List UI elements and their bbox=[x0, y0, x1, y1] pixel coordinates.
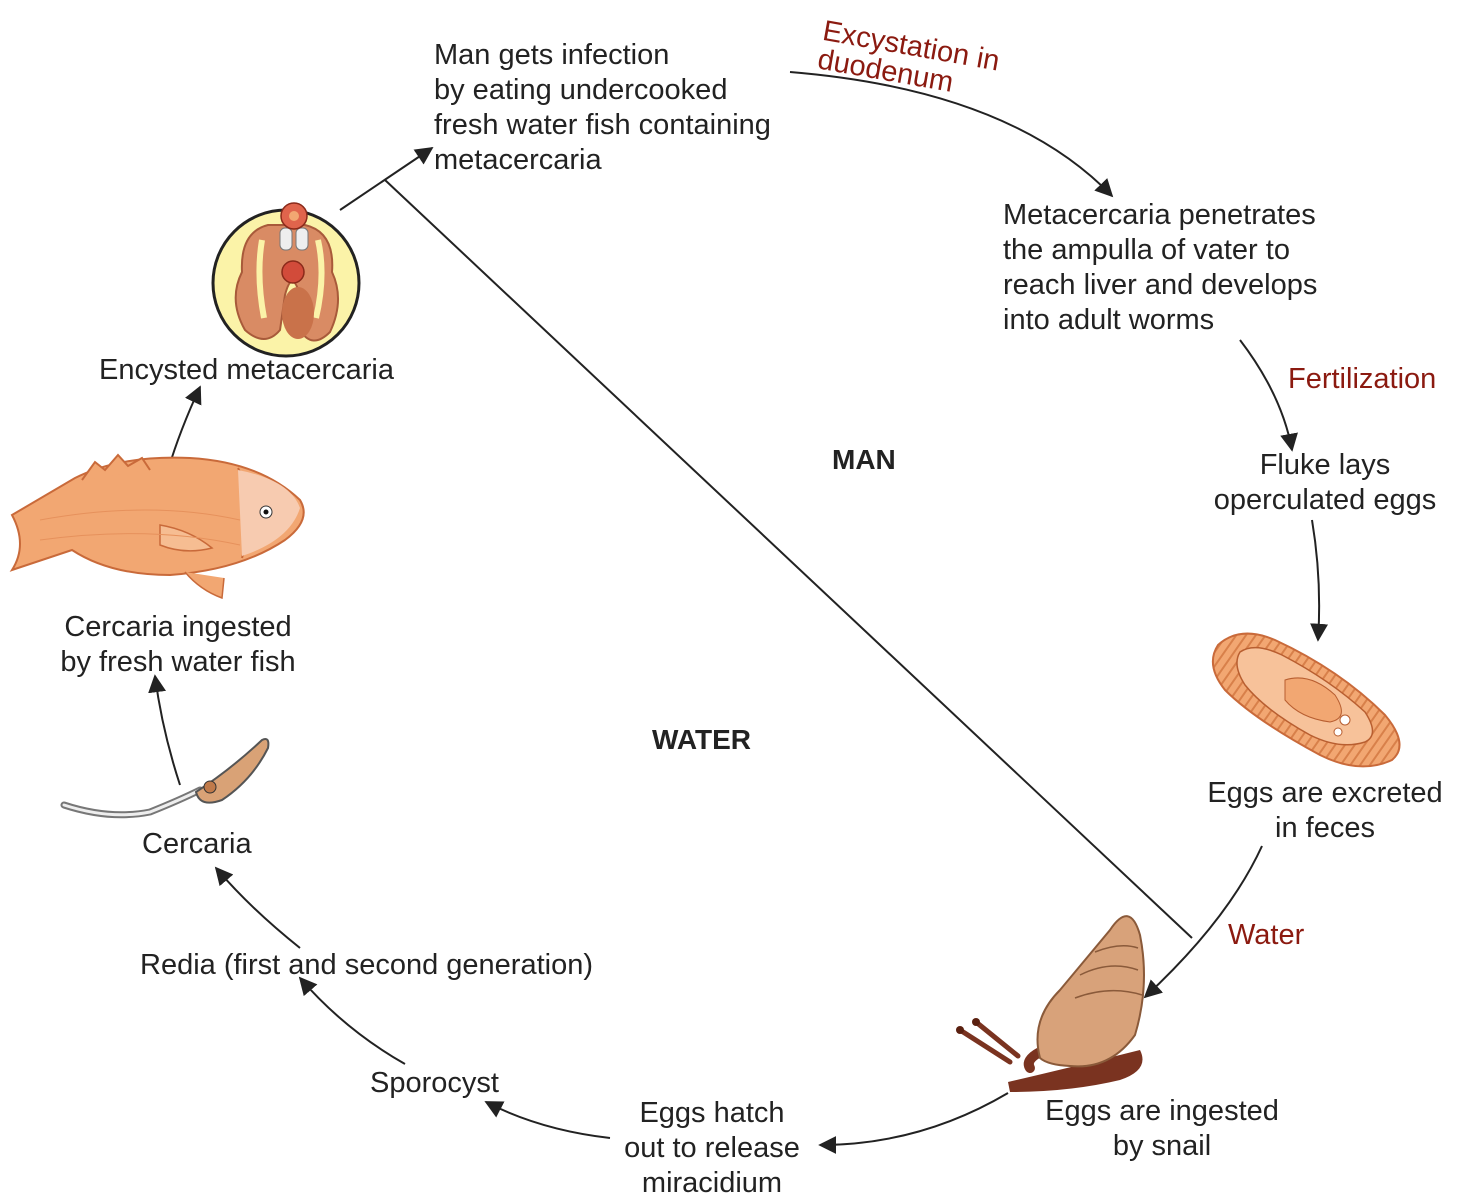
zone-label-man: MAN bbox=[832, 442, 896, 477]
stage-eggs-laid-line: operculated eggs bbox=[1185, 483, 1465, 518]
stage-eggs-hatch-line: miracidium bbox=[600, 1166, 824, 1201]
cercaria-icon bbox=[64, 739, 268, 815]
arrow-sporocyst-to-redia bbox=[300, 978, 405, 1064]
stage-cercaria-fish: Cercaria ingested by fresh water fish bbox=[30, 610, 326, 680]
stage-cercaria-fish-line: by fresh water fish bbox=[30, 645, 326, 680]
stage-eggs-ingested-line: Eggs are ingested bbox=[1012, 1094, 1312, 1129]
stage-redia: Redia (first and second generation) bbox=[140, 948, 593, 983]
arrow-hatch-to-sporocyst bbox=[486, 1102, 610, 1138]
stage-infection-line: by eating undercooked bbox=[434, 73, 771, 108]
stage-eggs-ingested: Eggs are ingested by snail bbox=[1012, 1094, 1312, 1164]
arrow-redia-to-cercaria bbox=[216, 868, 300, 948]
stage-infection: Man gets infection by eating undercooked… bbox=[434, 38, 771, 178]
stage-penetration-line: the ampulla of vater to bbox=[1003, 233, 1317, 268]
stage-infection-line: metacercaria bbox=[434, 143, 771, 178]
stage-eggs-laid-line: Fluke lays bbox=[1185, 448, 1465, 483]
stage-eggs-hatch: Eggs hatch out to release miracidium bbox=[600, 1096, 824, 1201]
stage-sporocyst: Sporocyst bbox=[370, 1066, 499, 1101]
snail-icon bbox=[956, 916, 1144, 1092]
arrow-penetration-to-eggs-laid bbox=[1240, 340, 1292, 450]
transition-fertilization: Fertilization bbox=[1288, 362, 1436, 397]
stage-eggs-excreted: Eggs are excreted in feces bbox=[1180, 776, 1470, 846]
stage-eggs-hatch-line: Eggs hatch bbox=[600, 1096, 824, 1131]
arrow-cyst-to-infection bbox=[340, 148, 432, 210]
stage-eggs-laid: Fluke lays operculated eggs bbox=[1185, 448, 1465, 518]
stage-infection-line: fresh water fish containing bbox=[434, 108, 771, 143]
arrow-snail-to-hatch bbox=[820, 1093, 1008, 1145]
stage-cercaria-fish-line: Cercaria ingested bbox=[30, 610, 326, 645]
stage-penetration: Metacercaria penetrates the ampulla of v… bbox=[1003, 198, 1317, 338]
transition-water: Water bbox=[1228, 918, 1304, 953]
stage-penetration-line: reach liver and develops bbox=[1003, 268, 1317, 303]
stage-eggs-ingested-line: by snail bbox=[1012, 1129, 1312, 1164]
fish-icon bbox=[12, 455, 304, 598]
egg-icon bbox=[1213, 634, 1400, 767]
metacercaria-cyst-icon bbox=[213, 203, 359, 356]
stage-cercaria: Cercaria bbox=[142, 827, 252, 862]
stage-eggs-hatch-line: out to release bbox=[600, 1131, 824, 1166]
zone-label-water: WATER bbox=[652, 722, 751, 757]
stage-infection-line: Man gets infection bbox=[434, 38, 771, 73]
stage-eggs-excreted-line: Eggs are excreted bbox=[1180, 776, 1470, 811]
stage-penetration-line: into adult worms bbox=[1003, 303, 1317, 338]
arrow-cercaria-to-fish-label bbox=[155, 676, 180, 785]
stage-encysted: Encysted metacercaria bbox=[99, 353, 394, 388]
arrow-eggs-laid-to-egg bbox=[1312, 520, 1319, 640]
stage-eggs-excreted-line: in feces bbox=[1180, 811, 1470, 846]
stage-penetration-line: Metacercaria penetrates bbox=[1003, 198, 1317, 233]
